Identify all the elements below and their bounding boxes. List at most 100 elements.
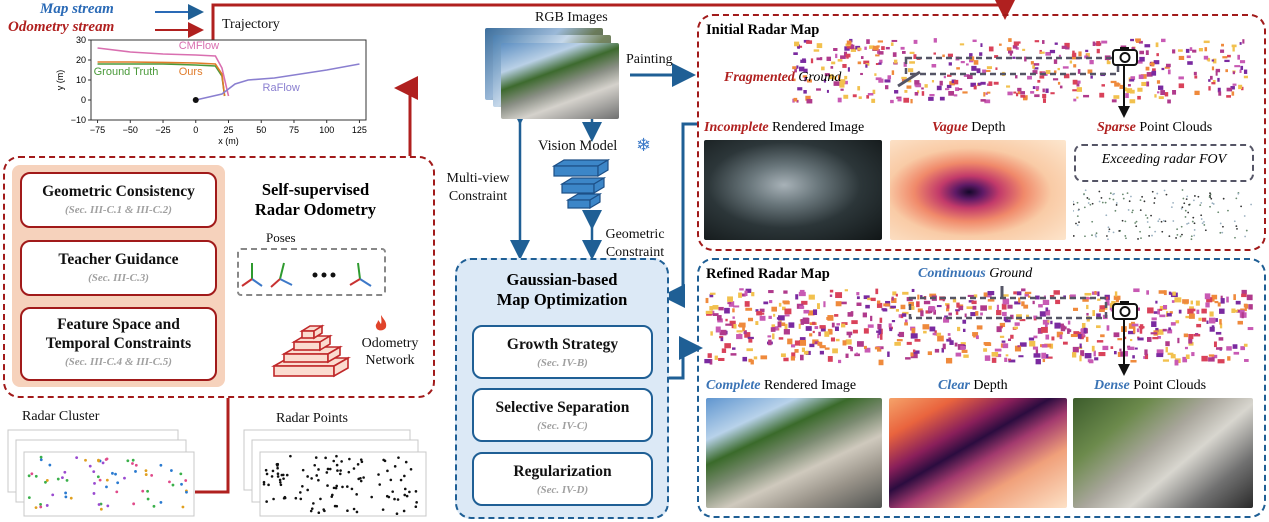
incomplete-image-label: Incomplete Rendered Image (704, 120, 864, 136)
point (1162, 219, 1165, 222)
refined-radar-map-image (704, 286, 1254, 366)
point (1200, 214, 1203, 217)
point (1078, 221, 1080, 224)
point (945, 357, 953, 364)
point (816, 43, 823, 49)
point (1018, 297, 1021, 303)
point (1072, 52, 1077, 57)
point (877, 323, 882, 330)
label-rest: Rendered Image (760, 378, 857, 393)
point (845, 339, 852, 345)
point (1201, 222, 1204, 225)
point (1088, 198, 1091, 201)
point (381, 508, 385, 511)
point (1140, 74, 1147, 79)
point (1172, 49, 1176, 54)
exceeding-fov-note: Exceeding radar FOV (1101, 152, 1227, 167)
point (812, 330, 815, 334)
point (1214, 300, 1219, 304)
point (317, 468, 320, 471)
initial-radar-map-image (792, 38, 1248, 104)
point (1110, 80, 1117, 84)
point (1069, 329, 1072, 333)
point (826, 89, 829, 93)
point (917, 90, 920, 94)
point (790, 344, 796, 348)
radar-points-label: Radar Points (276, 411, 348, 426)
point (988, 305, 992, 310)
point (1220, 295, 1223, 300)
fire-icon (375, 315, 387, 331)
fragmented-ground-label: Fragmented Ground (724, 70, 841, 86)
point (942, 343, 946, 350)
point (911, 328, 916, 334)
point (909, 51, 915, 54)
point (969, 53, 973, 58)
point (879, 317, 883, 323)
point (888, 323, 892, 328)
point (777, 315, 785, 321)
point (1156, 349, 1164, 355)
point (863, 345, 867, 349)
y-tick-label: 30 (76, 35, 86, 45)
point (63, 470, 67, 474)
point (947, 74, 952, 77)
point (1170, 322, 1176, 326)
point (953, 79, 959, 85)
point (709, 294, 714, 298)
point (1172, 220, 1175, 222)
point (885, 85, 889, 90)
point (927, 351, 933, 356)
point (1049, 343, 1054, 349)
point (913, 54, 917, 59)
point (1242, 39, 1245, 44)
point (984, 355, 991, 361)
point (1172, 90, 1177, 95)
point (1067, 328, 1070, 334)
point (957, 326, 961, 332)
point (851, 320, 858, 325)
point (943, 317, 950, 323)
point (1042, 98, 1047, 103)
point (1157, 336, 1161, 339)
point (877, 333, 880, 339)
point (1243, 215, 1246, 217)
point (794, 67, 797, 73)
point (891, 70, 895, 75)
point (1167, 352, 1174, 356)
point (864, 46, 867, 50)
point (1113, 350, 1117, 355)
point (795, 294, 799, 300)
point (1211, 325, 1215, 330)
point (1146, 221, 1149, 223)
point (1105, 214, 1108, 217)
point (1085, 297, 1092, 300)
point (359, 476, 362, 480)
point (1175, 237, 1177, 239)
point (84, 458, 87, 462)
point (1091, 345, 1095, 352)
point (841, 322, 848, 325)
point (891, 320, 896, 323)
point (1000, 325, 1003, 329)
point (1188, 203, 1190, 206)
point (768, 339, 772, 346)
point (958, 88, 963, 91)
point (1211, 82, 1216, 85)
point (1175, 320, 1180, 324)
point (1227, 209, 1229, 212)
point (998, 43, 1002, 46)
point (865, 304, 870, 309)
point (1178, 83, 1185, 89)
point (276, 475, 280, 478)
point (1190, 300, 1194, 305)
point (847, 67, 850, 72)
point (1002, 311, 1007, 317)
label-emphasis: Dense (1094, 378, 1130, 393)
point (326, 484, 329, 487)
point (1178, 55, 1185, 60)
point (1057, 67, 1060, 71)
point (1153, 202, 1156, 204)
point (799, 289, 805, 294)
point (793, 78, 796, 82)
